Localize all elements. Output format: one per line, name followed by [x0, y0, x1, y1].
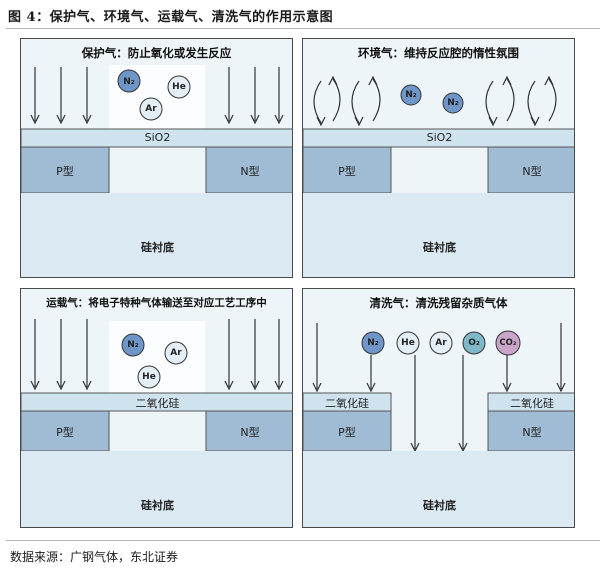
molecule-o2	[462, 331, 486, 355]
bottom-rule	[6, 540, 600, 541]
substrate-label: 硅衬底	[141, 241, 174, 254]
molecule-n2	[442, 92, 464, 114]
molecule-label: N₂	[127, 340, 139, 350]
p-region-label: P型	[338, 426, 356, 439]
oxide-layer-label-left: 二氧化硅	[325, 397, 369, 410]
p-region-label: P型	[56, 165, 74, 178]
panel-title: 运载气：将电子特种气体输送至对应工艺工序中	[46, 297, 267, 309]
molecule-label: Ar	[170, 348, 182, 358]
top-rule	[6, 28, 600, 29]
panel-title: 保护气：防止氧化或发生反应	[81, 46, 232, 60]
oxide-layer-label: SiO2	[426, 131, 453, 144]
p-region-label: P型	[56, 426, 74, 439]
molecule-label: CO₂	[499, 338, 517, 348]
substrate-label: 硅衬底	[423, 241, 456, 254]
molecule-he	[396, 331, 420, 355]
molecule-co2	[495, 330, 521, 356]
panel-title: 环境气：维持反应腔的惰性氛围	[358, 46, 519, 60]
molecule-label: He	[401, 338, 415, 348]
panel-carrier-gas: 运载气：将电子特种气体输送至对应工艺工序中 N₂ Ar He 二氧化硅 P型 N…	[20, 288, 293, 528]
molecule-n2	[117, 69, 141, 93]
n-region-label: N型	[240, 165, 260, 178]
substrate-label: 硅衬底	[141, 499, 174, 512]
molecule-ar	[429, 331, 453, 355]
figure-title: 图 4：保护气、环境气、运载气、清洗气的作用示意图	[8, 10, 334, 25]
panel-protective-gas: 保护气：防止氧化或发生反应 N₂ He Ar SiO2 P型 N型 硅衬底	[20, 38, 293, 278]
source-note: 数据来源：广钢气体，东北证券	[10, 550, 179, 564]
molecule-label: N₂	[447, 98, 459, 108]
molecule-label: Ar	[145, 104, 157, 114]
molecule-label: Ar	[435, 338, 447, 348]
panel-cleaning-gas-drawing	[303, 323, 574, 527]
molecule-label: N₂	[405, 90, 417, 100]
molecule-ar	[139, 97, 163, 121]
panel-carrier-gas-drawing	[21, 319, 292, 527]
molecule-label: He	[142, 372, 156, 382]
molecule-n2	[400, 84, 422, 106]
oxide-layer-label: SiO2	[144, 131, 171, 144]
molecule-ar	[164, 341, 188, 365]
oxide-layer-label: 二氧化硅	[135, 397, 180, 410]
n-region-label: N型	[240, 426, 260, 439]
panel-ambient-gas: 环境气：维持反应腔的惰性氛围 N₂ N₂ SiO2 P型 N型 硅衬底	[302, 38, 575, 278]
n-region-label: N型	[522, 165, 542, 178]
molecule-label: O₂	[468, 338, 480, 348]
p-region-label: P型	[338, 165, 356, 178]
molecule-he	[167, 75, 191, 99]
panel-protective-gas-drawing	[21, 65, 292, 277]
n-region-label: N型	[522, 426, 542, 439]
molecule-label: He	[172, 82, 186, 92]
molecule-n2	[361, 331, 385, 355]
molecule-label: N₂	[367, 338, 379, 348]
molecule-he	[137, 365, 161, 389]
oxide-layer-label-right: 二氧化硅	[510, 397, 554, 410]
substrate-label: 硅衬底	[423, 499, 456, 512]
panel-cleaning-gas: 清洗气：清洗残留杂质气体 N₂ He Ar O₂ CO₂ 二氧化硅 二氧化硅 P…	[302, 288, 575, 528]
panel-title: 清洗气：清洗残留杂质气体	[369, 296, 508, 310]
molecule-label: N₂	[123, 77, 135, 87]
molecule-n2	[121, 333, 145, 357]
panel-ambient-gas-drawing	[303, 75, 574, 277]
